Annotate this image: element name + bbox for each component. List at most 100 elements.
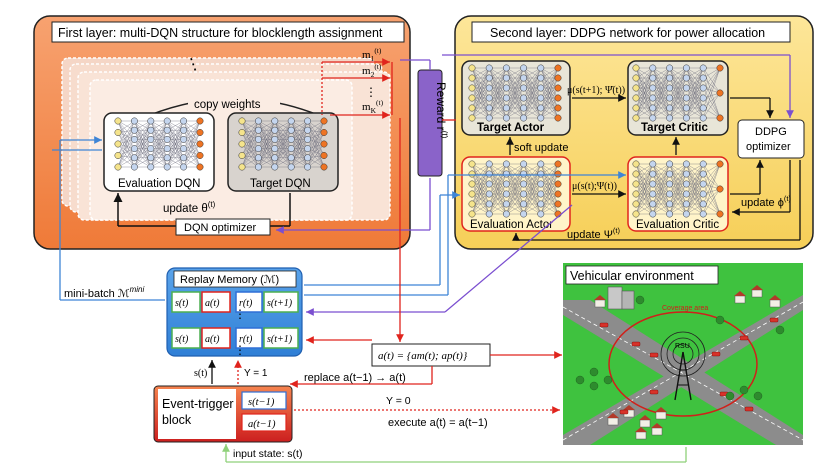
- m1-sup: (t): [374, 46, 382, 55]
- eval-actor-node: [485, 190, 493, 198]
- eval-actor-node: [502, 180, 510, 188]
- eval-actor-node: [468, 200, 476, 208]
- buildings-icon: [607, 286, 635, 310]
- target-dqn-node: [254, 163, 262, 171]
- s-prev-label: s(t−1): [248, 397, 275, 408]
- target-dqn-node: [238, 140, 246, 148]
- eval-critic-node: [699, 160, 707, 168]
- target-actor-node: [537, 114, 545, 122]
- target-dqn-node: [238, 152, 246, 159]
- eval-critic-node: [682, 210, 690, 218]
- update-theta-label: update θ: [163, 203, 208, 215]
- target-dqn-node: [254, 135, 262, 143]
- m1-sub: 1: [371, 54, 375, 63]
- target-critic-node: [649, 104, 657, 112]
- mu-target-label: μ(s(t+1); Ψ̄(t)): [567, 85, 625, 96]
- minibatch-label: mini-batch ℳ: [64, 288, 130, 300]
- target-dqn-label: Target DQN: [250, 178, 311, 190]
- eval-critic-node: [699, 210, 707, 218]
- target-critic-node: [682, 104, 690, 112]
- a-prev-box: [241, 413, 287, 432]
- eval-dqn-node: [130, 145, 138, 153]
- ddpg-optimizer-line2: optimizer: [746, 141, 791, 153]
- eval-actor-node: [520, 160, 528, 168]
- eval-actor-node: [485, 180, 493, 188]
- eval-dqn-node: [130, 117, 138, 125]
- target-dqn-node: [320, 140, 328, 148]
- target-actor-node: [537, 64, 545, 72]
- target-critic-node: [649, 94, 657, 102]
- target-actor-node: [468, 104, 476, 112]
- ddpg-optimizer-box: [737, 119, 805, 159]
- eval-actor-node: [554, 200, 562, 208]
- eval-actor-node: [554, 180, 562, 188]
- svg-text:update Ψ(t): update Ψ(t): [567, 226, 620, 241]
- target-dqn-node: [304, 154, 312, 162]
- target-dqn-node: [304, 163, 312, 171]
- target-actor-node: [485, 64, 493, 72]
- target-actor-node: [485, 104, 493, 112]
- target-dqn-node: [271, 163, 279, 171]
- eval-actor-node: [520, 200, 528, 208]
- eval-critic-node: [632, 210, 640, 218]
- target-critic-node: [632, 94, 640, 102]
- target-dqn-node: [238, 163, 246, 171]
- replay-cell: [263, 291, 299, 313]
- target-dqn-node: [304, 135, 312, 143]
- target-dqn-node: [254, 117, 262, 125]
- target-critic-node: [632, 64, 640, 72]
- eval-dqn-node: [163, 117, 171, 125]
- target-critic-node: [716, 114, 724, 122]
- eval-actor-node: [520, 180, 528, 188]
- mu-eval-label: μ(s(t);Ψ(t)): [572, 181, 617, 192]
- svg-text:mK(t): mK(t): [362, 98, 384, 115]
- evaluation-critic-network-icon: [632, 160, 724, 218]
- a-prev-label: a(t−1): [248, 419, 276, 430]
- eval-actor-node: [468, 210, 476, 218]
- eval-dqn-node: [147, 145, 155, 153]
- replay-cell-text: s(t+1): [267, 298, 293, 309]
- evaluation-actor-network-icon: [468, 160, 562, 218]
- evaluation-actor-label: Evaluation Actor: [470, 219, 553, 231]
- eval-dqn-node: [114, 117, 122, 125]
- second-layer-title: Second layer: DDPG network for power all…: [490, 26, 765, 40]
- svg-text:m1(t): m1(t): [362, 46, 382, 63]
- replay-cell-text: s(t): [175, 334, 189, 345]
- eval-actor-node: [468, 170, 476, 178]
- target-critic-node: [682, 74, 690, 82]
- eval-critic-node: [682, 190, 690, 198]
- replay-cell: [171, 291, 201, 313]
- eval-dqn-node: [114, 140, 122, 148]
- eval-critic-node: [632, 160, 640, 168]
- eval-dqn-node: [180, 145, 188, 153]
- m2-base: m: [362, 65, 371, 77]
- target-actor-node: [537, 84, 545, 92]
- eval-critic-node: [699, 180, 707, 188]
- update-phi-label: update ϕ: [741, 197, 784, 209]
- eval-actor-node: [520, 190, 528, 198]
- target-critic-node: [699, 64, 707, 72]
- target-actor-node: [468, 64, 476, 72]
- replay-cell: [201, 327, 231, 349]
- mk-base: m: [362, 101, 371, 113]
- target-actor-node: [502, 104, 510, 112]
- target-critic-node: [682, 64, 690, 72]
- target-actor-node: [468, 114, 476, 122]
- eval-dqn-node: [147, 126, 155, 134]
- target-actor-node: [468, 94, 476, 102]
- target-critic-node: [682, 114, 690, 122]
- rsu-tower-icon: [674, 351, 692, 401]
- first-layer-panel: First layer: multi-DQN structure for blo…: [33, 15, 411, 250]
- upsilon-1-label: Υ = 1: [244, 368, 268, 379]
- eval-actor-node: [537, 210, 545, 218]
- replay-cell-text: s(t): [175, 298, 189, 309]
- dqn-optimizer-label: DQN optimizer: [184, 222, 256, 234]
- target-dqn-node: [287, 126, 295, 134]
- eval-actor-node: [554, 170, 562, 178]
- event-trigger-block: Event-trigger block s(t−1) a(t−1): [153, 385, 293, 443]
- s-prev-box: [241, 391, 287, 410]
- s-label: s(t): [194, 368, 207, 379]
- eval-actor-node: [537, 160, 545, 168]
- target-actor-node: [520, 104, 528, 112]
- target-actor-node: [554, 74, 562, 82]
